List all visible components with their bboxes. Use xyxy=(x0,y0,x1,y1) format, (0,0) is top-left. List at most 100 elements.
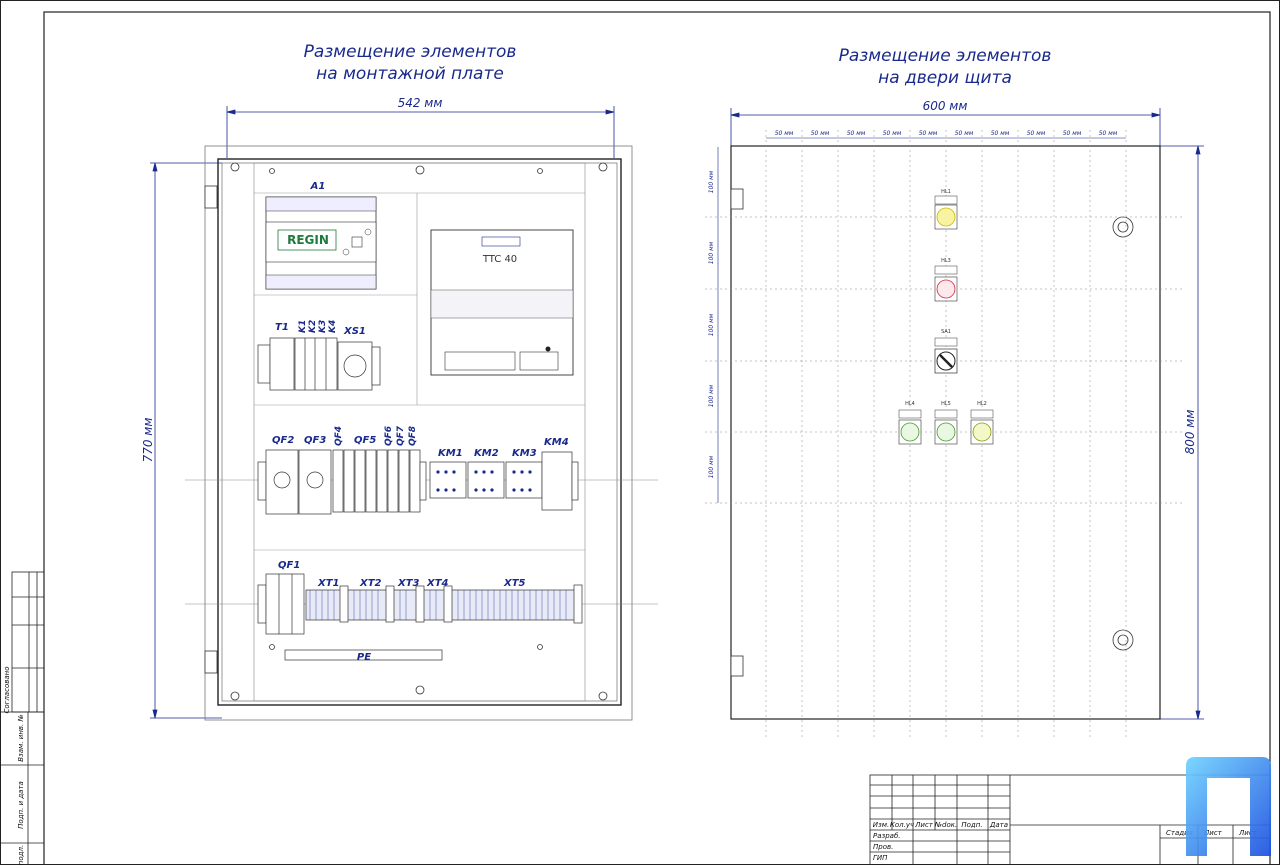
label-km3: KM3 xyxy=(512,448,537,459)
hinge-top xyxy=(204,185,218,209)
tb-sheet: Лист xyxy=(1203,829,1223,837)
breaker-row xyxy=(257,449,579,515)
label-xt1: XT1 xyxy=(317,578,340,589)
controller-brand: REGIN xyxy=(287,233,329,247)
left-panel: Размещение элементов на монтажной плате … xyxy=(141,42,658,721)
height-dimension-label: 770 мм xyxy=(141,418,155,463)
pe-bar xyxy=(284,649,443,661)
tb-row-razrab: Разраб. xyxy=(873,832,901,840)
indicator-hl3 xyxy=(934,265,958,302)
contactor-dots xyxy=(436,470,532,492)
col-dim-6: 50 мм xyxy=(955,130,974,137)
tb-col-kolch: Кол.уч xyxy=(890,821,914,829)
cabinet-body xyxy=(217,158,622,706)
cabinet-outline xyxy=(204,145,633,721)
label-hl2: HL2 xyxy=(977,401,987,407)
row-dim-1: 100 мм xyxy=(708,170,715,193)
right-title-line1: Размещение элементов xyxy=(839,46,1052,66)
label-xt2: XT2 xyxy=(359,578,382,589)
label-qf1: QF1 xyxy=(278,560,300,571)
width-dimension-label: 542 мм xyxy=(398,96,443,110)
terminal-rail xyxy=(257,573,583,635)
relay-block xyxy=(257,337,381,391)
right-title-line2: на двери щита xyxy=(878,68,1012,88)
label-sa1: SA1 xyxy=(941,329,951,335)
label-qf6: QF6 xyxy=(384,426,394,446)
tb-sheets: Лист xyxy=(1238,829,1258,837)
label-hl4: HL4 xyxy=(905,401,915,407)
corner-screws xyxy=(230,162,608,701)
door-hinge-bottom xyxy=(730,655,744,677)
door-locks xyxy=(1112,216,1134,651)
tb-stage: Стадия xyxy=(1166,829,1193,837)
label-qf4: QF4 xyxy=(334,426,344,446)
label-t1: T1 xyxy=(275,322,289,333)
width-dimension xyxy=(226,106,615,158)
label-km2: KM2 xyxy=(474,448,499,459)
label-k1: K1 xyxy=(298,320,308,333)
hinge-bottom xyxy=(204,650,218,674)
door-width-label: 600 мм xyxy=(923,99,968,113)
label-qf7: QF7 xyxy=(396,425,406,446)
col-dim-5: 50 мм xyxy=(919,130,938,137)
ttc-model: TTC 40 xyxy=(482,254,517,265)
col-dim-3: 50 мм xyxy=(847,130,866,137)
right-panel: Размещение элементов на двери щита 600 м… xyxy=(705,46,1204,740)
tb-col-ndok: №doк. xyxy=(934,821,957,829)
height-dimension xyxy=(150,162,222,719)
indicator-hl4 xyxy=(898,409,922,445)
label-km4: KM4 xyxy=(544,437,569,448)
tb-col-list: Лист xyxy=(914,821,934,829)
tb-row-prov: Пров. xyxy=(873,843,893,851)
stamp-sign-date: Подп. и дата xyxy=(17,781,25,829)
col-dim-4: 50 мм xyxy=(883,130,902,137)
indicator-hl1 xyxy=(934,195,958,230)
label-qf8: QF8 xyxy=(408,426,418,446)
door-height-label: 800 мм xyxy=(1183,410,1197,455)
controller-a1: REGIN xyxy=(265,196,377,290)
label-a1: A1 xyxy=(310,181,326,192)
indicator-hl2 xyxy=(970,409,994,445)
col-dim-1: 50 мм xyxy=(775,130,794,137)
ttc-module: TTC 40 xyxy=(430,229,574,376)
plate-inner-zone xyxy=(253,162,586,702)
stamp-podl: подл. xyxy=(17,845,25,865)
col-dim-7: 50 мм xyxy=(991,130,1010,137)
left-title-line1: Размещение элементов xyxy=(304,42,517,62)
door-height-dimension xyxy=(1160,145,1204,720)
tb-col-podp: Подп. xyxy=(961,821,982,829)
col-dim-8: 50 мм xyxy=(1027,130,1046,137)
stamp-agreed: Согласовано xyxy=(3,666,11,713)
door-hinge-top xyxy=(730,188,744,210)
label-qf5: QF5 xyxy=(354,435,376,446)
title-block xyxy=(869,774,1271,865)
row-dim-4: 100 мм xyxy=(708,384,715,407)
label-xt5: XT5 xyxy=(503,578,526,589)
brand-logo-icon xyxy=(1186,757,1271,856)
din-rail-sections xyxy=(254,192,585,551)
tb-row-gip: ГИП xyxy=(873,854,888,862)
label-pe: PE xyxy=(357,652,371,663)
row-dim-5: 100 мм xyxy=(708,455,715,478)
tb-col-data: Дата xyxy=(989,821,1008,829)
col-dim-9: 50 мм xyxy=(1063,130,1082,137)
drawing-frame xyxy=(43,11,1271,865)
switch-sa1 xyxy=(934,337,958,374)
col-dim-10: 50 мм xyxy=(1099,130,1118,137)
terminal-stripes xyxy=(309,590,567,620)
label-hl1: HL1 xyxy=(941,189,951,195)
label-k3: K3 xyxy=(318,320,328,333)
stamp-inv-no: Взам. инв. № xyxy=(17,714,25,762)
label-hl5: HL5 xyxy=(941,401,951,407)
col-dim-2: 50 мм xyxy=(811,130,830,137)
door-width-dimension xyxy=(730,108,1161,146)
label-km1: KM1 xyxy=(438,448,463,459)
label-hl3: HL3 xyxy=(941,258,951,264)
tb-col-izm: Изм. xyxy=(873,821,889,829)
label-k4: K4 xyxy=(328,320,338,333)
label-xs1: XS1 xyxy=(343,326,366,337)
label-xt4: XT4 xyxy=(426,578,449,589)
label-k2: K2 xyxy=(308,320,318,333)
label-xt3: XT3 xyxy=(397,578,420,589)
